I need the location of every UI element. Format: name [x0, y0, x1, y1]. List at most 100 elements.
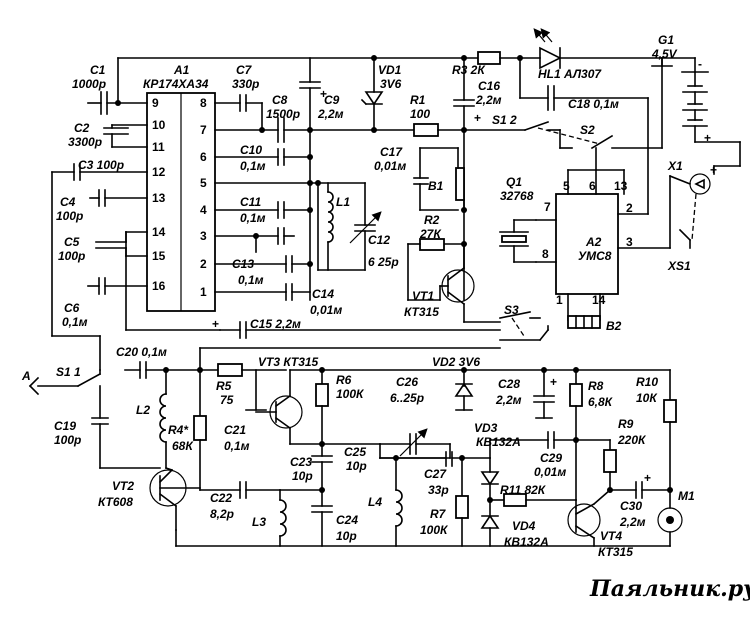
c17-value: 0,01м [374, 159, 406, 173]
b2-label: B2 [606, 319, 622, 333]
c8-label: C8 [272, 93, 288, 107]
a2-pin-7: 7 [544, 200, 551, 214]
c16-value: 2,2м [475, 93, 502, 107]
r2-label: R2 [424, 213, 440, 227]
c9-value: 2,2м [317, 107, 344, 121]
c4-label: C4 [60, 195, 76, 209]
c30-value: 2,2м [619, 515, 646, 529]
vd4-value: КВ132А [504, 535, 549, 549]
svg-text:-: - [698, 57, 702, 71]
c8-value: 1500р [266, 107, 300, 121]
c23-label: C23 [290, 455, 312, 469]
a2-pin-13: 13 [614, 179, 628, 193]
c13-label: C13 [232, 257, 254, 271]
c12-value: 6 25р [368, 255, 399, 269]
a1-pin-2: 2 [200, 257, 207, 271]
c13-value: 0,1м [238, 273, 264, 287]
c11-label: C11 [240, 195, 261, 209]
a1-left-network [51, 57, 221, 371]
a1-right-network [214, 57, 382, 301]
vd1-label: VD1 [378, 63, 402, 77]
c4-value: 100р [56, 209, 83, 223]
c5-label: C5 [64, 235, 80, 249]
a1-part-label: КР174ХА34 [143, 77, 209, 91]
svg-text:+: + [704, 131, 711, 145]
a1-pin-15: 15 [152, 249, 166, 263]
c1-label: C1 [90, 63, 106, 77]
m1-label: M1 [678, 489, 695, 503]
a1-pin-7: 7 [200, 123, 207, 137]
r4-value: 68К [172, 439, 194, 453]
c10-value: 0,1м [240, 159, 266, 173]
a2-part-label: УМС8 [578, 249, 612, 263]
c10-label: C10 [240, 143, 262, 157]
svg-text:+: + [644, 471, 651, 485]
c19-label: C19 [54, 419, 76, 433]
c27-value: 33р [428, 483, 449, 497]
a1-pin-4: 4 [200, 203, 207, 217]
c24-label: C24 [336, 513, 358, 527]
a1-pin-12: 12 [152, 165, 166, 179]
a2-ref-label: A2 [585, 235, 602, 249]
r1-label: R1 [410, 93, 426, 107]
c1-value: 1000р [72, 77, 106, 91]
b1-label: B1 [428, 179, 444, 193]
c12-label: C12 [368, 233, 390, 247]
c26-label: C26 [396, 375, 418, 389]
vd2-label: VD2 3V6 [432, 355, 480, 369]
a1-pin-13: 13 [152, 191, 166, 205]
c18-label: C18 0,1м [568, 97, 619, 111]
l4-label: L4 [368, 495, 382, 509]
c3-label: C3 100р [78, 158, 124, 172]
vt3-label: VT3 КТ315 [258, 355, 319, 369]
ic-a2: A2 УМС8 5 6 13 7 8 2 3 1 14 [499, 169, 711, 329]
c30-label: C30 [620, 499, 642, 513]
q1-label: Q1 [506, 175, 522, 189]
c20-label: C20 0,1м [116, 345, 167, 359]
xs1-label: XS1 [667, 259, 691, 273]
c23-value: 10р [292, 469, 313, 483]
c6-value: 0,1м [62, 315, 88, 329]
r10-label: R10 [636, 375, 658, 389]
vd4-label: VD4 [512, 519, 536, 533]
q1-value: 32768 [500, 189, 534, 203]
r10-value: 10К [636, 391, 658, 405]
c5-value: 100р [58, 249, 85, 263]
c7-label: C7 [236, 63, 253, 77]
vt1-value: КТ315 [404, 305, 439, 319]
c2-label: C2 [74, 121, 90, 135]
c26-value: 6..25р [390, 391, 424, 405]
hl1-label: HL1 АЛ307 [538, 67, 602, 81]
r7-value: 100К [420, 523, 449, 537]
r7-label: R7 [430, 507, 447, 521]
c7-value: 330р [232, 77, 259, 91]
vd1-value: 3V6 [380, 77, 402, 91]
l1-label: L1 [336, 195, 350, 209]
c25-value: 10р [346, 459, 367, 473]
a2-pin-3: 3 [626, 235, 633, 249]
vt1-label: VT1 [412, 289, 434, 303]
c29-value: 0,01м [534, 465, 566, 479]
c9-label: C9 [324, 93, 340, 107]
c21-label: C21 [224, 423, 246, 437]
c27-label: C27 [424, 467, 447, 481]
a1-pin-5: 5 [200, 176, 207, 190]
s3-label: S3 [504, 303, 519, 317]
c17-label: C17 [380, 145, 403, 159]
a2-pin-1: 1 [556, 293, 563, 307]
vt2-value: КТ608 [98, 495, 133, 509]
r6-label: R6 [336, 373, 352, 387]
c2-value: 3300р [68, 135, 102, 149]
r1-value: 100 [410, 107, 430, 121]
a1-pin-16: 16 [152, 279, 166, 293]
a2-pin-14: 14 [592, 293, 606, 307]
c11-value: 0,1м [240, 211, 266, 225]
c14-value: 0,01м [310, 303, 342, 317]
a2-pin-8: 8 [542, 247, 549, 261]
r8-value: 6,8К [588, 395, 614, 409]
r2-value: 27К [419, 227, 442, 241]
l2-label: L2 [136, 403, 150, 417]
vt4-value: КТ315 [598, 545, 633, 559]
vd3-label: VD3 [474, 421, 498, 435]
